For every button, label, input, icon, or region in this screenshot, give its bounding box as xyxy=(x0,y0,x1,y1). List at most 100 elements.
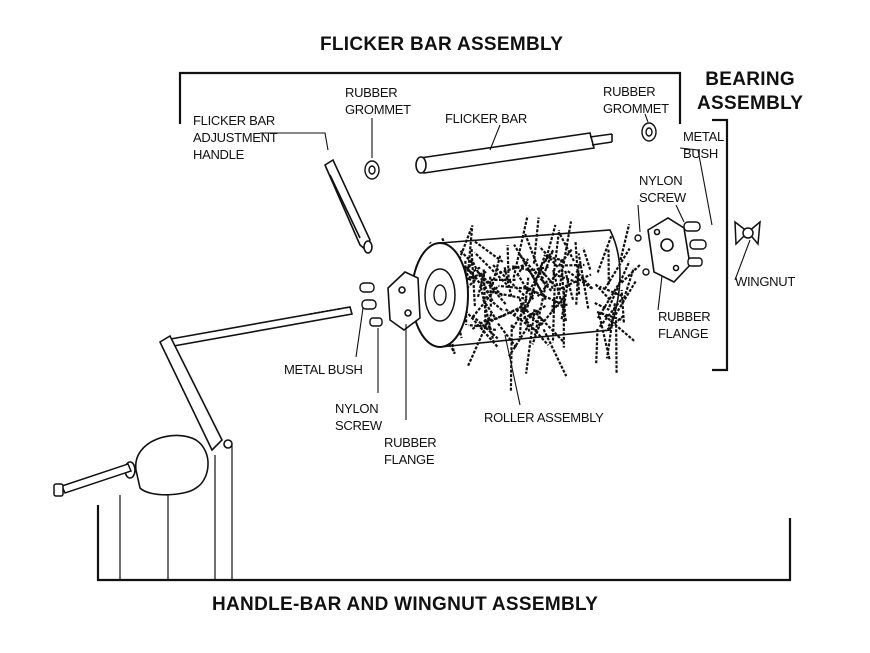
handle-bolt xyxy=(53,463,133,497)
handle-bar-rod xyxy=(163,306,354,348)
bristle xyxy=(497,322,518,350)
roller-core xyxy=(439,229,621,348)
bristle xyxy=(512,215,529,278)
bristle xyxy=(509,324,513,392)
handle-bar-bracket xyxy=(96,505,792,582)
bristle xyxy=(596,280,622,319)
flicker-bar-part xyxy=(415,132,613,174)
bristle xyxy=(515,258,530,277)
bristle xyxy=(582,247,592,270)
bristle xyxy=(466,313,493,368)
handle-bar-assembly-title: HANDLE-BAR AND WINGNUT ASSEMBLY xyxy=(212,594,599,615)
bristle xyxy=(471,314,499,340)
bristle xyxy=(596,235,613,273)
bristle xyxy=(467,225,474,272)
bristle xyxy=(491,255,502,285)
bristle xyxy=(513,244,542,291)
metal-bush-right-parts xyxy=(634,221,707,276)
label-nylon-screw-left: NYLON SCREW xyxy=(335,401,382,433)
bearing-assembly-title: BEARING ASSEMBLY xyxy=(697,69,804,114)
bristle xyxy=(557,231,575,262)
bristle xyxy=(518,309,523,338)
bristle xyxy=(560,280,570,320)
label-rubber-grommet-right: RUBBER GROMMET xyxy=(603,84,669,116)
label-metal-bush-left: METAL BUSH xyxy=(284,362,363,377)
bristle xyxy=(465,266,490,294)
bristle xyxy=(620,289,625,323)
flicker-bar-assembly-title: FLICKER BAR ASSEMBLY xyxy=(320,34,564,55)
leader-lines xyxy=(260,113,751,420)
bristle xyxy=(481,326,497,331)
bristle xyxy=(535,312,566,344)
bristle xyxy=(524,309,541,322)
wingnut-part xyxy=(734,220,761,246)
bristle xyxy=(600,311,635,342)
bristle xyxy=(496,264,524,275)
bristle xyxy=(545,255,565,262)
bristle xyxy=(597,312,611,361)
bristle xyxy=(558,221,573,287)
label-flicker-bar: FLICKER BAR xyxy=(445,111,527,126)
bristle xyxy=(540,249,555,280)
bristle xyxy=(536,269,562,298)
bristle xyxy=(577,253,590,309)
bristle xyxy=(594,302,610,311)
bristle xyxy=(531,249,555,279)
bristle xyxy=(504,308,538,333)
bristle xyxy=(498,304,526,319)
label-roller-assembly: ROLLER ASSEMBLY xyxy=(484,410,604,425)
bristle xyxy=(595,328,599,364)
label-nylon-screw-right: NYLON SCREW xyxy=(639,173,686,205)
bearing-assembly-bracket xyxy=(712,118,729,372)
label-rubber-grommet-left: RUBBER GROMMET xyxy=(345,85,411,117)
bristle xyxy=(593,282,611,301)
handle-bar-drop-lines xyxy=(119,445,233,580)
bristle xyxy=(540,269,557,288)
bracket-lines xyxy=(96,71,792,582)
bristle xyxy=(503,267,513,299)
bristle xyxy=(532,217,540,264)
bristle xyxy=(489,276,492,308)
bristle xyxy=(556,273,592,292)
bristle xyxy=(472,239,504,263)
bristle xyxy=(465,265,482,277)
bristle xyxy=(599,285,623,298)
bristle xyxy=(476,270,504,297)
label-rubber-flange-right: RUBBER FLANGE xyxy=(658,309,711,341)
bristle xyxy=(621,267,635,303)
bristle xyxy=(482,298,497,320)
label-wingnut: WINGNUT xyxy=(735,274,795,289)
bristle xyxy=(473,251,508,286)
flicker-bar-adjustment-handle-part xyxy=(323,158,373,254)
bristle xyxy=(575,270,594,290)
bristle xyxy=(492,264,525,297)
bristle xyxy=(470,248,476,307)
bristle xyxy=(485,295,505,313)
roller-assembly-part xyxy=(411,215,641,392)
crank-arm xyxy=(158,334,233,452)
rubber-flange-right-part xyxy=(647,217,691,283)
bristle xyxy=(483,278,507,305)
handle-knob xyxy=(124,434,209,496)
bristle xyxy=(511,265,532,272)
label-metal-bush-right: METAL BUSH xyxy=(683,129,724,161)
rubber-flange-left-part xyxy=(387,271,421,331)
bristle xyxy=(603,247,631,290)
rubber-grommet-right-part xyxy=(641,122,657,142)
metal-bush-left-parts xyxy=(359,282,383,327)
bristle xyxy=(470,258,494,302)
bristle xyxy=(542,328,568,377)
label-rubber-flange-left: RUBBER FLANGE xyxy=(384,435,437,467)
bristle xyxy=(527,265,550,273)
bristle xyxy=(619,224,631,261)
bristle xyxy=(506,245,510,278)
bristle xyxy=(551,288,556,343)
bristle xyxy=(564,270,575,301)
label-flicker-bar-adjustment-handle: FLICKER BAR ADJUSTMENT HANDLE xyxy=(193,113,278,162)
bristle xyxy=(523,277,530,314)
bristle xyxy=(605,315,625,332)
bristle xyxy=(459,276,478,296)
bristle xyxy=(525,309,536,374)
